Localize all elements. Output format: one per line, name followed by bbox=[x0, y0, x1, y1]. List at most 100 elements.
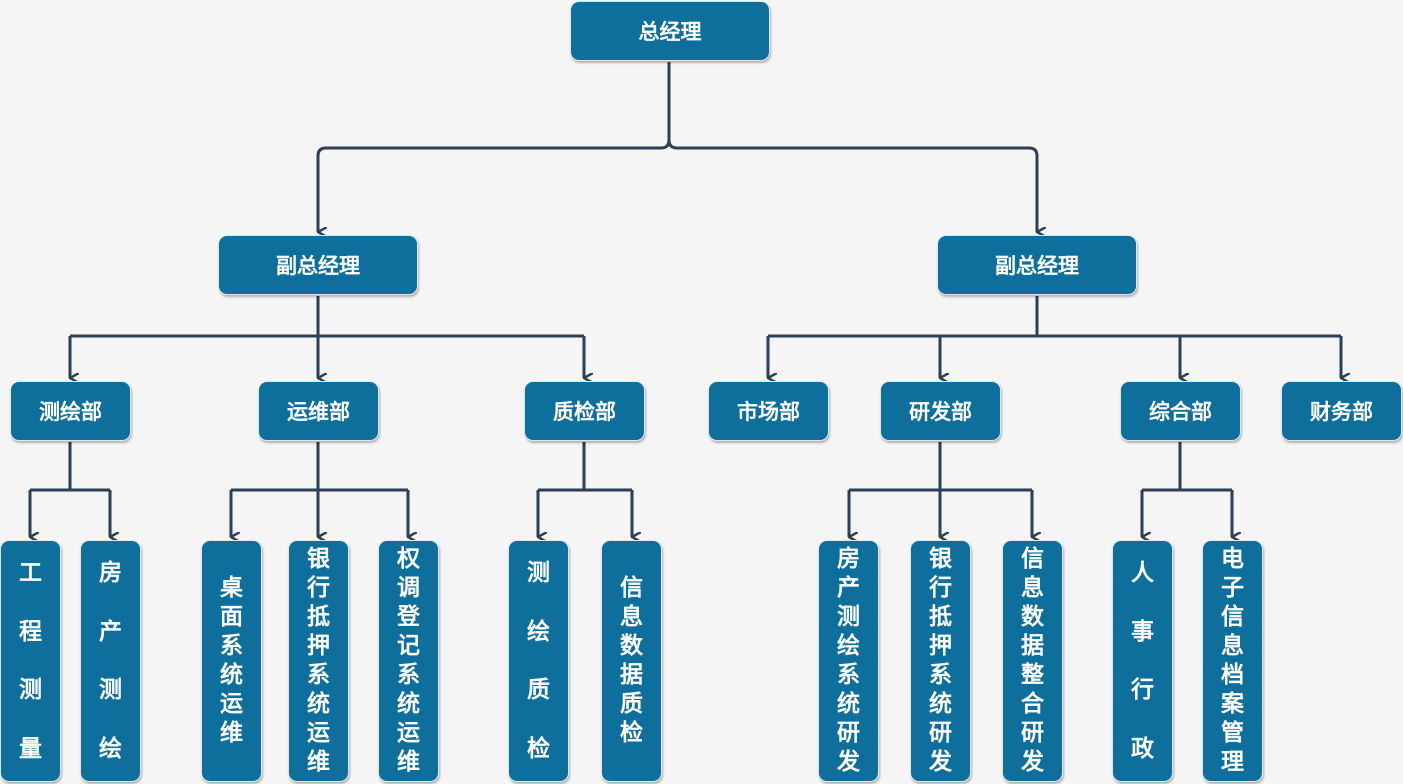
node-char: 研 bbox=[1021, 720, 1044, 746]
node-general-dept: 综合部 bbox=[1120, 381, 1241, 441]
node-char: 系 bbox=[220, 633, 243, 659]
node-rd-dept: 研发部 bbox=[880, 381, 1001, 441]
node-engineering-survey: 工程测量 bbox=[0, 540, 61, 782]
node-char: 房 bbox=[99, 560, 122, 586]
node-char: 检 bbox=[620, 720, 643, 746]
node-char: 档 bbox=[1221, 662, 1244, 688]
node-info-data-qc: 信息数据质检 bbox=[601, 540, 662, 782]
node-desktop-system-ops: 桌面系统运维 bbox=[201, 540, 262, 782]
node-finance-dept: 财务部 bbox=[1281, 381, 1402, 441]
node-char: 子 bbox=[1221, 575, 1244, 601]
node-char: 息 bbox=[1021, 575, 1044, 601]
node-char: 权 bbox=[397, 546, 420, 572]
node-ops-dept: 运维部 bbox=[258, 381, 379, 441]
node-char: 抵 bbox=[307, 604, 330, 630]
node-char: 信 bbox=[1221, 604, 1244, 630]
node-char: 行 bbox=[307, 575, 330, 601]
node-char: 统 bbox=[220, 662, 243, 688]
node-char: 研 bbox=[837, 720, 860, 746]
node-char: 整 bbox=[1021, 662, 1044, 688]
node-info-data-integration-rd: 信息数据整合研发 bbox=[1002, 540, 1063, 782]
node-char: 系 bbox=[929, 662, 952, 688]
node-char: 质 bbox=[620, 691, 643, 717]
node-char: 工 bbox=[19, 560, 42, 586]
node-char: 维 bbox=[397, 749, 420, 775]
node-char: 研 bbox=[929, 720, 952, 746]
node-char: 发 bbox=[1021, 749, 1044, 775]
node-char: 面 bbox=[220, 604, 243, 630]
node-char: 量 bbox=[19, 735, 42, 762]
node-bank-mortgage-system-ops: 银行抵押系统运维 bbox=[288, 540, 349, 782]
node-char: 检 bbox=[527, 735, 550, 762]
node-char: 数 bbox=[620, 633, 643, 659]
node-char: 房 bbox=[837, 546, 860, 572]
node-char: 调 bbox=[397, 575, 420, 601]
node-char: 人 bbox=[1131, 560, 1154, 586]
node-char: 管 bbox=[1221, 720, 1244, 746]
node-surveying-dept: 测绘部 bbox=[10, 381, 131, 441]
node-general-manager: 总经理 bbox=[570, 1, 770, 61]
edge-root-branches bbox=[316, 62, 671, 157]
node-char: 事 bbox=[1131, 618, 1154, 645]
node-char: 维 bbox=[220, 720, 243, 746]
node-char: 据 bbox=[1021, 633, 1044, 659]
node-char: 测 bbox=[99, 677, 122, 703]
node-char: 信 bbox=[620, 575, 643, 601]
node-vice-general-manager-right: 副总经理 bbox=[937, 235, 1137, 295]
node-property-survey: 房产测绘 bbox=[80, 540, 141, 782]
node-char: 绘 bbox=[527, 618, 550, 645]
node-char: 案 bbox=[1221, 691, 1244, 717]
node-char: 抵 bbox=[929, 604, 952, 630]
node-char: 绘 bbox=[99, 735, 122, 762]
node-char: 记 bbox=[397, 633, 420, 659]
node-char: 测 bbox=[527, 560, 550, 586]
node-char: 理 bbox=[1221, 749, 1244, 775]
node-char: 电 bbox=[1221, 546, 1244, 572]
node-char: 系 bbox=[307, 662, 330, 688]
node-property-survey-system-rd: 房产测绘系统研发 bbox=[818, 540, 879, 782]
node-char: 息 bbox=[620, 604, 643, 630]
node-electronic-archive-mgmt: 电子信息档案管理 bbox=[1202, 540, 1263, 782]
node-survey-qc: 测绘质检 bbox=[508, 540, 569, 782]
node-char: 程 bbox=[19, 618, 42, 645]
node-vice-general-manager-left: 副总经理 bbox=[218, 235, 418, 295]
node-char: 系 bbox=[837, 662, 860, 688]
node-char: 统 bbox=[929, 691, 952, 717]
node-char: 测 bbox=[837, 604, 860, 630]
node-char: 统 bbox=[837, 691, 860, 717]
node-char: 统 bbox=[307, 691, 330, 717]
node-char: 押 bbox=[929, 633, 952, 659]
node-bank-mortgage-system-rd: 银行抵押系统研发 bbox=[910, 540, 971, 782]
node-char: 行 bbox=[1131, 677, 1154, 703]
node-char: 运 bbox=[220, 691, 243, 717]
node-char: 发 bbox=[837, 749, 860, 775]
node-char: 息 bbox=[1221, 633, 1244, 659]
node-char: 合 bbox=[1021, 691, 1044, 717]
node-char: 数 bbox=[1021, 604, 1044, 630]
node-char: 产 bbox=[837, 575, 860, 601]
node-char: 发 bbox=[929, 749, 952, 775]
node-char: 系 bbox=[397, 662, 420, 688]
node-char: 押 bbox=[307, 633, 330, 659]
node-char: 银 bbox=[929, 546, 952, 572]
node-char: 行 bbox=[929, 575, 952, 601]
node-market-dept: 市场部 bbox=[708, 381, 829, 441]
node-char: 绘 bbox=[837, 633, 860, 659]
node-qc-dept: 质检部 bbox=[524, 381, 645, 441]
node-char: 质 bbox=[527, 677, 550, 703]
node-char: 银 bbox=[307, 546, 330, 572]
node-char: 产 bbox=[99, 618, 122, 645]
node-char: 测 bbox=[19, 677, 42, 703]
node-char: 信 bbox=[1021, 546, 1044, 572]
node-char: 政 bbox=[1131, 735, 1154, 762]
node-char: 运 bbox=[397, 720, 420, 746]
node-char: 统 bbox=[397, 691, 420, 717]
node-char: 运 bbox=[307, 720, 330, 746]
node-char: 登 bbox=[397, 604, 420, 630]
node-title-registration-system-ops: 权调登记系统运维 bbox=[378, 540, 439, 782]
node-char: 维 bbox=[307, 749, 330, 775]
node-char: 据 bbox=[620, 662, 643, 688]
node-hr-admin: 人事行政 bbox=[1112, 540, 1173, 782]
node-char: 桌 bbox=[220, 575, 243, 601]
